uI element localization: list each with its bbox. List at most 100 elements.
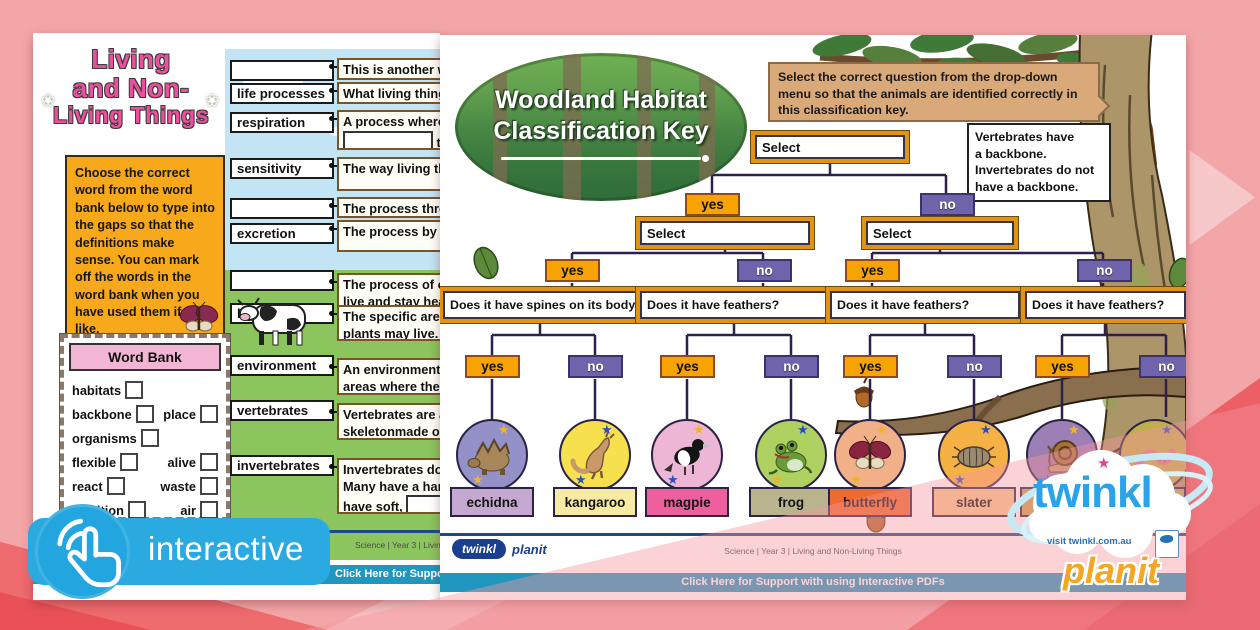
word-checkbox[interactable] xyxy=(200,453,218,471)
breadcrumb: Science | Year 3 | Living and Non-Living… xyxy=(724,546,902,556)
question-text: Does it have feathers? xyxy=(1032,298,1165,312)
definition-box: The process of obtlive and stay heal xyxy=(337,273,440,311)
word-checkbox[interactable] xyxy=(200,405,218,423)
cow-illustration xyxy=(237,297,306,346)
yes-label: yes xyxy=(685,193,740,216)
interactive-badge-label[interactable]: interactive xyxy=(148,530,304,567)
cloud-shape xyxy=(1029,450,1191,558)
yes-label: yes xyxy=(545,259,600,282)
definition-text: Vertebrates are an xyxy=(343,407,440,422)
definition-text: The process throug xyxy=(343,201,440,216)
no-label: no xyxy=(568,355,623,378)
animal-circle-magpie: ★★ xyxy=(651,419,723,491)
divider xyxy=(225,530,440,533)
title-oval: Woodland Habitat Classification Key xyxy=(455,53,747,201)
word-checkbox[interactable] xyxy=(200,477,218,495)
word-checkbox[interactable] xyxy=(200,501,218,519)
leaf xyxy=(1168,257,1186,289)
animal-circle-echidna: ★★ xyxy=(456,419,528,491)
definition-text: An environment co xyxy=(343,362,440,377)
snail-icon xyxy=(1047,440,1080,473)
word-checkbox[interactable] xyxy=(120,453,139,471)
definition-text: This is another wor xyxy=(343,62,440,77)
answer-gap[interactable] xyxy=(406,495,440,512)
definition-text: have soft, xyxy=(343,495,440,512)
tap-icon-circle[interactable] xyxy=(35,504,130,599)
term-box[interactable]: sensitivity xyxy=(230,158,334,179)
definition-text: What living things xyxy=(343,86,440,101)
twinkl-planit-footer-logo: twinkl planit xyxy=(452,539,547,559)
question-dropdown[interactable]: Select xyxy=(640,221,810,245)
question-box[interactable]: Does it have feathers? xyxy=(830,291,1020,319)
term-box[interactable]: vertebrates xyxy=(230,400,334,421)
support-bar[interactable]: Click Here for Support with using Intera… xyxy=(440,573,1186,592)
animal-name: butterfly xyxy=(843,494,897,510)
echidna-icon xyxy=(467,437,510,475)
title-line: Woodland Habitat xyxy=(494,86,708,114)
word-checkbox[interactable] xyxy=(127,501,146,519)
question-box[interactable]: Does it have spines on its body? xyxy=(443,291,637,319)
definition-box: The way living thi xyxy=(337,157,440,191)
question-dropdown[interactable]: Select xyxy=(866,221,1014,245)
breadcrumb: Science | Year 3 | Living and Non-Living… xyxy=(355,540,440,550)
animal-name: echidna xyxy=(466,494,518,510)
term-box[interactable]: life processes xyxy=(230,83,334,104)
info-line: Vertebrates have xyxy=(975,130,1075,144)
flower-icon: ❀ xyxy=(205,91,220,110)
term-box[interactable]: invertebrates xyxy=(230,455,334,476)
word-checkbox[interactable] xyxy=(135,405,154,423)
animal-circle-frog: ★★ xyxy=(755,419,827,491)
question-text: Does it have feathers? xyxy=(647,298,780,312)
branch-text: no xyxy=(783,359,800,374)
support-link[interactable]: Click Here for Support with using Intera… xyxy=(335,568,440,580)
word-bank-word: react xyxy=(72,478,103,494)
animal-label: slater xyxy=(932,487,1016,517)
question-box[interactable]: Does it have feathers? xyxy=(1025,291,1186,319)
dropdown-value: Select xyxy=(873,225,912,241)
support-link[interactable]: Click Here for Support with using Intera… xyxy=(681,576,945,588)
word-checkbox[interactable] xyxy=(140,429,159,447)
star-icon: ★ xyxy=(797,422,809,437)
question-box[interactable]: Does it have feathers? xyxy=(640,291,828,319)
definition-box: This is another wor xyxy=(337,58,440,80)
definition-text: Many have a hard xyxy=(343,478,440,494)
definition-text: live and stay heal xyxy=(343,293,440,309)
animal-circle-butterfly: ★★ xyxy=(834,419,906,491)
word-bank-item: place xyxy=(163,405,218,423)
twinkl-logo-text: twinkl xyxy=(1033,468,1153,517)
branch-text: no xyxy=(966,359,983,374)
word-bank-word: organisms xyxy=(72,430,137,446)
term-box[interactable] xyxy=(230,198,334,219)
instruction-bubble: Select the correct question from the dro… xyxy=(768,62,1100,122)
term-box[interactable]: excretion xyxy=(230,223,334,244)
question-dropdown[interactable]: Select xyxy=(755,135,905,159)
term-box[interactable] xyxy=(230,270,334,291)
title-line: and Non- xyxy=(72,73,190,104)
definition-box: A process where p to help xyxy=(337,110,440,150)
visit-link[interactable]: visit twinkl.com.au xyxy=(1047,536,1132,547)
branch-text: yes xyxy=(1051,359,1074,374)
page-title: Living and Non- Living Things xyxy=(33,44,229,129)
question-text: Does it have spines on its body? xyxy=(450,298,637,312)
title-line: Living xyxy=(91,44,171,74)
word-checkbox[interactable] xyxy=(106,477,125,495)
word-bank-word: backbone xyxy=(72,406,132,422)
term-box[interactable] xyxy=(230,60,334,81)
term-box[interactable]: respiration xyxy=(230,112,334,133)
word-bank-word: flexible xyxy=(72,454,117,470)
planit-logo-text: planit xyxy=(1063,550,1159,591)
word-checkbox[interactable] xyxy=(125,381,144,399)
answer-gap[interactable] xyxy=(343,130,433,148)
yes-label: yes xyxy=(843,355,898,378)
instructions-box: Choose the correct word from the word ba… xyxy=(65,155,225,338)
no-label: no xyxy=(1077,259,1132,282)
term-box[interactable]: environment xyxy=(230,355,334,376)
star-icon: ★ xyxy=(1097,455,1111,472)
definition-text: Invertebrates do n xyxy=(343,462,440,477)
branch-text: no xyxy=(587,359,604,374)
info-line: a backbone. xyxy=(975,146,1047,161)
question-text: Does it have feathers? xyxy=(837,298,970,312)
divider xyxy=(440,533,1186,536)
